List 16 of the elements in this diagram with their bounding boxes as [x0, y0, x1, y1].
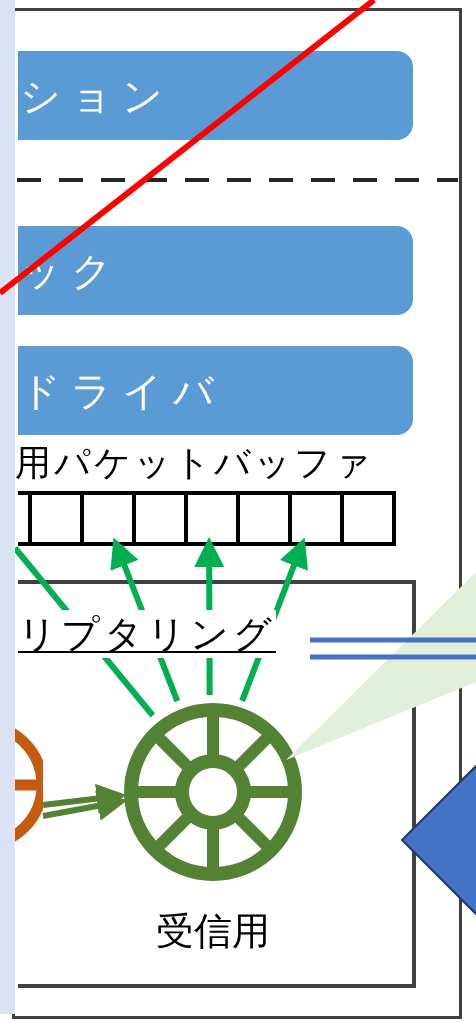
layer-bar — [18, 226, 413, 315]
arrow — [110, 537, 181, 703]
layer-bar — [18, 346, 413, 435]
arrow — [239, 537, 308, 702]
buffer-label: 用パケットバッファ — [15, 441, 374, 485]
layer-label: ション — [19, 75, 173, 116]
arrow — [194, 537, 225, 696]
ring-title: リプタリング — [18, 610, 276, 658]
arrow — [42, 791, 128, 821]
outer-frame — [12, 8, 462, 1019]
layer-label: ドライバ — [19, 370, 224, 411]
arrow — [42, 783, 127, 814]
ring-panel — [18, 580, 416, 988]
wheel-caption: 受信用 — [155, 912, 271, 950]
side-panel — [0, 0, 15, 1014]
layer-bar — [18, 51, 413, 140]
